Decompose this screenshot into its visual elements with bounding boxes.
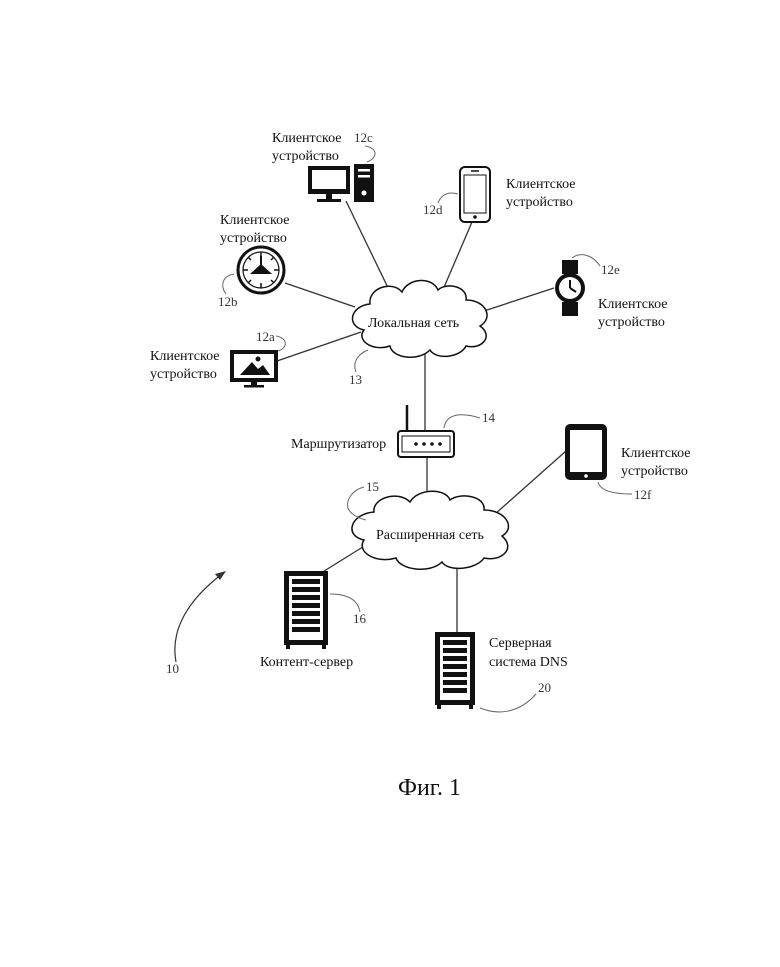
link-12c-lan (346, 201, 392, 296)
client-12e-label-line1: Клиентское (598, 297, 668, 312)
router-node: Маршрутизатор 14 (291, 405, 496, 457)
client-12c-leader (365, 146, 375, 162)
link-12a-lan (277, 332, 361, 361)
client-12c: Клиентское устройство 12c (272, 130, 375, 202)
client-12b-ref: 12b (218, 294, 238, 309)
smartphone-icon (460, 167, 490, 222)
router-ref: 14 (482, 410, 496, 425)
client-12d: Клиентское устройство 12d (423, 167, 576, 222)
server-rack-icon (435, 632, 475, 709)
client-12a-label-line2: устройство (150, 367, 217, 382)
client-12d-label-line1: Клиентское (506, 177, 576, 192)
gauge-icon (238, 247, 284, 293)
client-12f: Клиентское устройство 12f (565, 424, 691, 502)
lan-ref: 13 (349, 372, 362, 387)
client-12e-ref: 12e (601, 262, 620, 277)
dns-server-ref: 20 (538, 680, 551, 695)
desktop-computer-icon (308, 164, 374, 202)
router-label: Маршрутизатор (291, 437, 386, 452)
figure-caption: Фиг. 1 (398, 775, 461, 801)
client-12f-label-line1: Клиентское (621, 446, 691, 461)
client-12c-label-line2: устройство (272, 149, 339, 164)
dns-server-leader (480, 694, 536, 712)
client-12b-label-line1: Клиентское (220, 213, 290, 228)
router-icon (398, 405, 454, 457)
router-ref-leader (444, 415, 480, 428)
client-12e: Клиентское устройство 12e (555, 255, 668, 330)
client-12a-ref: 12a (256, 329, 275, 344)
link-12f-wan (486, 451, 566, 522)
client-12a-label-line1: Клиентское (150, 349, 220, 364)
wan-ref: 15 (366, 479, 379, 494)
client-12b-leader (223, 274, 234, 294)
dns-server: Серверная система DNS 20 (435, 632, 568, 712)
content-server-label: Контент-сервер (260, 655, 353, 670)
client-12a: Клиентское устройство 12a (150, 329, 285, 388)
client-12f-leader (598, 482, 632, 494)
client-12d-ref: 12d (423, 202, 443, 217)
wan-cloud: Расширенная сеть (352, 491, 509, 569)
client-12b: Клиентское устройство 12b (218, 213, 290, 309)
lan-cloud: Локальная сеть (353, 280, 488, 357)
content-server-leader (330, 594, 360, 612)
client-12e-label-line2: устройство (598, 315, 665, 330)
system-ref-arrow (175, 574, 222, 662)
tablet-icon (565, 424, 607, 480)
content-server-ref: 16 (353, 611, 367, 626)
link-12b-lan (285, 283, 355, 307)
lan-label: Локальная сеть (368, 316, 459, 331)
dns-server-label-line1: Серверная (489, 636, 552, 651)
link-wan-content (321, 545, 366, 573)
wan-label: Расширенная сеть (376, 528, 484, 543)
dns-server-label-line2: система DNS (489, 655, 568, 670)
system-ref-label: 10 (166, 661, 179, 676)
client-12f-ref: 12f (634, 487, 652, 502)
client-12d-label-line2: устройство (506, 195, 573, 210)
client-12f-label-line2: устройство (621, 464, 688, 479)
smartwatch-icon (555, 260, 585, 316)
client-12a-leader (276, 336, 285, 351)
client-12c-label-line1: Клиентское (272, 131, 342, 146)
tv-icon (230, 350, 278, 388)
lan-ref-leader (355, 350, 368, 372)
server-rack-icon (284, 571, 328, 649)
content-server: Контент-сервер 16 (260, 571, 367, 670)
link-12d-lan (442, 222, 472, 292)
client-12c-ref: 12c (354, 130, 373, 145)
link-12e-lan (484, 288, 554, 311)
system-ref: 10 (166, 571, 226, 676)
client-12b-label-line2: устройство (220, 231, 287, 246)
